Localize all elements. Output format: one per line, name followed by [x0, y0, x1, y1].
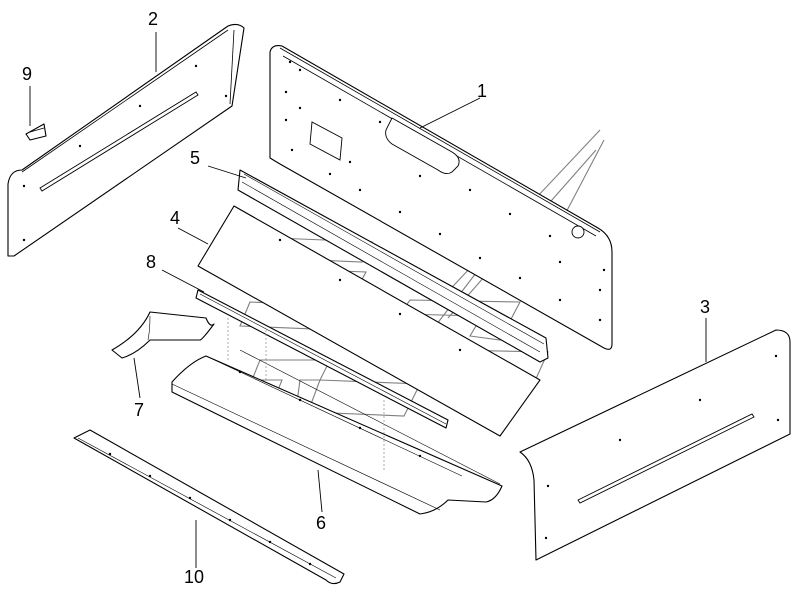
part-5-angle-bar [237, 169, 549, 363]
callout-4: 4 [170, 208, 180, 228]
leader-lines [29, 32, 707, 568]
callout-10: 10 [184, 567, 204, 587]
part-7-curved-sheet [111, 311, 215, 359]
part-3-right-side-panel [519, 329, 791, 561]
part-1-holes [284, 60, 606, 322]
callout-1: 1 [477, 81, 487, 101]
part-10-rail [73, 429, 345, 585]
part-8-strip [195, 289, 449, 429]
callout-labels: 1 2 3 4 5 6 7 8 9 10 [22, 9, 710, 587]
callout-3: 3 [700, 297, 710, 317]
callout-6: 6 [316, 513, 326, 533]
callout-7: 7 [134, 400, 144, 420]
callout-8: 8 [146, 252, 156, 272]
alignment-lines [227, 318, 385, 470]
part-6-trough [171, 349, 503, 515]
part-1-back-panel [269, 45, 613, 350]
part-4-floor-sheet [197, 205, 541, 437]
part-2-left-side-panel [7, 23, 245, 257]
callout-9: 9 [22, 64, 32, 84]
callout-2: 2 [148, 9, 158, 29]
part-9-bracket [25, 123, 47, 141]
callout-5: 5 [190, 148, 200, 168]
